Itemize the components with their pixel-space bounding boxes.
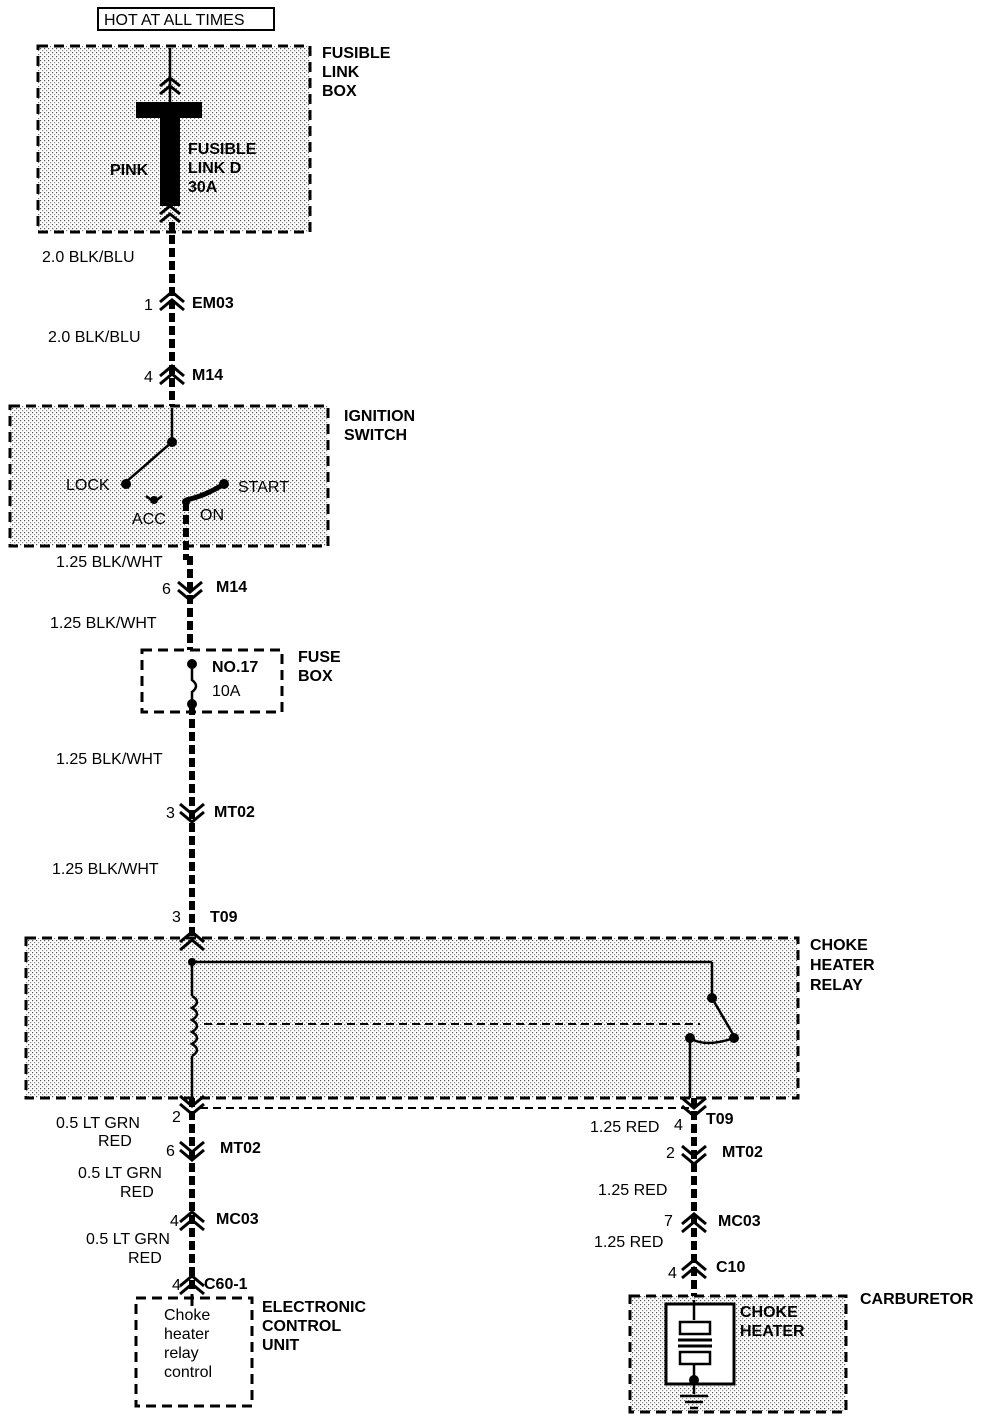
connector-3-name: M14 [216, 579, 247, 596]
fuse-color-label: PINK [110, 162, 149, 179]
choke-heater-relay-box [24, 936, 800, 1100]
left-connector-2-name: MT02 [220, 1140, 261, 1157]
wire-label-6: 1.25 BLK/WHT [52, 861, 159, 878]
ecu-label-2: CONTROL [262, 1318, 341, 1335]
left-connector-3-pin: 4 [170, 1213, 179, 1230]
ecu-inner-3: relay [164, 1345, 199, 1362]
connector-5-name: T09 [210, 909, 238, 926]
left-wire-3b: RED [128, 1250, 162, 1267]
choke-heater-label-1: CHOKE [740, 1304, 798, 1321]
choke-heater-label-2: HEATER [740, 1323, 805, 1340]
ignition-switch-box [8, 404, 330, 548]
fusible-link-box-label-2: LINK [322, 64, 360, 81]
switch-lock-label: LOCK [66, 477, 110, 494]
ground-icon [680, 1384, 708, 1410]
lock-terminal [121, 479, 131, 489]
ignition-switch-label-2: SWITCH [344, 427, 407, 444]
right-wire-1: 1.25 RED [590, 1119, 659, 1136]
fuse-amperage: 10A [212, 683, 241, 700]
fusible-link-bar [136, 102, 202, 118]
right-connector-3-pin: 7 [664, 1213, 673, 1230]
left-connector-3-name: MC03 [216, 1211, 259, 1228]
right-connector-2-pin: 2 [666, 1145, 675, 1162]
relay-label-3: RELAY [810, 977, 863, 994]
fusible-link-label-3: 30A [188, 179, 218, 196]
relay-coil [189, 994, 199, 1058]
carburetor-label: CARBURETOR [860, 1291, 974, 1308]
fuse-box-label-2: BOX [298, 668, 333, 685]
fuse-number: NO.17 [212, 659, 258, 676]
carburetor-box [628, 1294, 848, 1414]
left-wire-2b: RED [120, 1184, 154, 1201]
wire-label-2: 2.0 BLK/BLU [48, 329, 141, 346]
left-connector-4-name: C60-1 [204, 1276, 248, 1293]
left-wire-1a: 0.5 LT GRN [56, 1115, 140, 1132]
right-wire-3: 1.25 RED [594, 1234, 663, 1251]
right-connector-1-name: T09 [706, 1111, 734, 1128]
fusible-link-box-label-3: BOX [322, 83, 357, 100]
left-wire-1b: RED [98, 1133, 132, 1150]
connector-2-pin: 4 [144, 369, 153, 386]
relay-label-1: CHOKE [810, 937, 868, 954]
connector-3-pin: 6 [162, 581, 171, 598]
wire-label-1: 2.0 BLK/BLU [42, 249, 135, 266]
ecu-label-1: ELECTRONIC [262, 1299, 366, 1316]
connector-1-name: EM03 [192, 295, 234, 312]
right-wire-2: 1.25 RED [598, 1182, 667, 1199]
right-connector-4-pin: 4 [668, 1265, 677, 1282]
right-connector-2-name: MT02 [722, 1144, 763, 1161]
connector-5-pin: 3 [172, 909, 181, 926]
fusible-link-label-1: FUSIBLE [188, 141, 257, 158]
wire-label-3: 1.25 BLK/WHT [56, 554, 163, 571]
left-wire-2a: 0.5 LT GRN [78, 1165, 162, 1182]
left-connector-4-pin: 4 [172, 1277, 181, 1294]
connector-2-name: M14 [192, 367, 223, 384]
ecu-inner-4: control [164, 1364, 212, 1381]
right-connector-3-name: MC03 [718, 1213, 761, 1230]
fuse-box [140, 648, 284, 714]
fusible-link-box-label-1: FUSIBLE [322, 45, 391, 62]
right-connector-1-pin: 4 [674, 1117, 683, 1134]
fusible-link-d [160, 118, 180, 206]
ecu-inner-1: Choke [164, 1307, 210, 1324]
left-connector-2-pin: 6 [166, 1143, 175, 1160]
ecu-inner-2: heater [164, 1326, 210, 1343]
ecu-label-3: UNIT [262, 1337, 300, 1354]
fusible-link-label-2: LINK D [188, 160, 241, 177]
connector-4-name: MT02 [214, 804, 255, 821]
connector-1-pin: 1 [144, 297, 153, 314]
wire-label-5: 1.25 BLK/WHT [56, 751, 163, 768]
left-connector-1-pin: 2 [172, 1109, 181, 1126]
fuse-box-label-1: FUSE [298, 649, 341, 666]
wire-label-4: 1.25 BLK/WHT [50, 615, 157, 632]
left-wire-3a: 0.5 LT GRN [86, 1231, 170, 1248]
switch-on-label: ON [200, 507, 224, 524]
ignition-switch-label-1: IGNITION [344, 408, 415, 425]
header-title: HOT AT ALL TIMES [104, 12, 245, 29]
switch-acc-label: ACC [132, 511, 166, 528]
right-connector-4-name: C10 [716, 1259, 745, 1276]
connector-4-pin: 3 [166, 805, 175, 822]
choke-heater-element [664, 1302, 736, 1386]
ecu-box [134, 1296, 254, 1408]
relay-label-2: HEATER [810, 957, 875, 974]
switch-start-label: START [238, 479, 289, 496]
header-box [97, 7, 275, 31]
